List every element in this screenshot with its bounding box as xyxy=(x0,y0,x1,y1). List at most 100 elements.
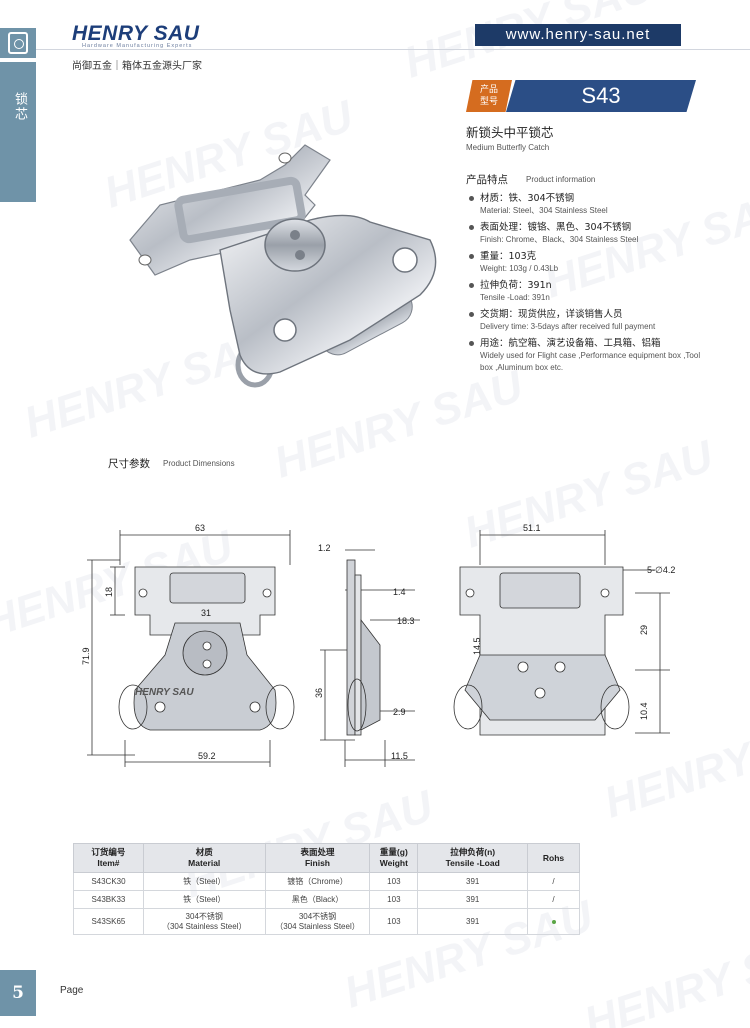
cell-rohs: / xyxy=(527,872,580,891)
product-subtitle: Medium Butterfly Catch xyxy=(466,143,550,152)
brand-logo-subtitle: Hardware Manufacturing Experts xyxy=(82,43,193,49)
brand-logo: HENRY SAU xyxy=(72,22,200,45)
header-divider xyxy=(0,49,750,50)
features-heading: 产品特点 xyxy=(466,174,508,186)
drawing-brand-logo: HENRY SAU xyxy=(135,687,194,698)
cell-weight: 103 xyxy=(369,908,419,935)
cell-weight: 103 xyxy=(369,872,419,891)
dim-side-t1: 1.2 xyxy=(318,543,331,553)
th-cn: 材质 xyxy=(195,847,213,857)
dim-side-height: 36 xyxy=(314,688,324,698)
th-cn: Rohs xyxy=(542,852,565,863)
cell-rohs: / xyxy=(527,890,580,909)
dim-front-bottom-width: 59.2 xyxy=(198,751,216,761)
feature-cn: 材质：铁、304不锈钢 xyxy=(480,193,575,204)
model-tag-line1: 产品 xyxy=(479,85,498,95)
table-row: S43BK33 铁（Steel） 黑色（Black） 103 391 / xyxy=(73,890,580,909)
dim-back-width: 51.1 xyxy=(523,523,541,533)
dim-front-inner-width: 31 xyxy=(201,608,211,618)
feature-cn: 重量：103克 xyxy=(480,251,537,262)
feature-cn: 用途：航空箱、演艺设备箱、工具箱、铝箱 xyxy=(480,338,661,349)
dim-back-hole: 5-∅4.2 xyxy=(647,565,675,575)
feature-en: Weight: 103g / 0.43Lb xyxy=(480,264,559,273)
th-weight: 重量(g)Weight xyxy=(369,843,419,873)
feature-item: 表面处理：镀铬、黑色、304不锈钢 Finish: Chrome、Black、30… xyxy=(466,221,706,246)
cell-rohs xyxy=(527,908,580,935)
cell-line: 304不锈钢 xyxy=(298,911,337,921)
feature-item: 重量：103克 Weight: 103g / 0.43Lb xyxy=(466,250,706,275)
section-label-cn: 锁芯 xyxy=(12,92,27,122)
cell-line: 304不锈钢 xyxy=(185,911,223,921)
cell-material: 铁（Steel） xyxy=(142,872,266,891)
feature-item: 交货期：现货供应，详谈销售人员 Delivery time: 3-5days af… xyxy=(466,308,706,333)
dim-side-d1: 18.3 xyxy=(397,616,415,626)
cell-material: 铁（Steel） xyxy=(142,890,266,909)
feature-en: Tensile -Load: 391n xyxy=(480,293,550,302)
model-tag: 产品 型号 xyxy=(466,80,512,112)
model-tag-line2: 型号 xyxy=(479,97,498,107)
catalog-icon-tab xyxy=(0,28,36,58)
catalog-icon xyxy=(8,32,28,54)
page-label: Page xyxy=(60,985,84,996)
dim-back-h1: 14.5 xyxy=(472,637,482,655)
rohs-compliant-dot-icon xyxy=(551,919,556,924)
dim-side-d2: 11.5 xyxy=(391,751,408,761)
watermark: HENRY SAU xyxy=(578,921,750,1028)
th-en: Material xyxy=(188,858,221,868)
feature-cn: 拉伸负荷：391n xyxy=(480,280,552,291)
table-row: S43SK65 304不锈钢（304 Stainless Steel） 304不… xyxy=(73,908,580,935)
cell-item: S43CK30 xyxy=(73,872,144,891)
th-en: Item# xyxy=(97,858,120,868)
feature-en: Material: Steel、304 Stainless Steel xyxy=(480,206,608,215)
dim-back-h2: 29 xyxy=(639,625,649,635)
section-side-tab: 锁芯 xyxy=(0,62,36,202)
feature-en: Widely used for Flight case ,Performance… xyxy=(480,351,701,372)
feature-cn: 表面处理：镀铬、黑色、304不锈钢 xyxy=(480,222,632,233)
feature-item: 材质：铁、304不锈钢 Material: Steel、304 Stainless… xyxy=(466,192,706,217)
cell-finish: 镀铬（Chrome） xyxy=(264,872,371,891)
cell-finish: 304不锈钢（304 Stainless Steel） xyxy=(264,908,371,935)
features-heading-en: Product information xyxy=(526,175,596,184)
dim-side-t3: 2.9 xyxy=(393,707,406,717)
dim-side-t2: 1.4 xyxy=(393,587,406,597)
features-list: 材质：铁、304不锈钢 Material: Steel、304 Stainless… xyxy=(466,192,706,378)
dimensions-heading-en: Product Dimensions xyxy=(163,459,235,468)
th-cn: 重量(g) xyxy=(379,847,408,857)
th-load: 拉伸负荷(n)Tensile -Load xyxy=(417,843,529,873)
cell-load: 391 xyxy=(417,872,529,891)
dim-front-width-top: 63 xyxy=(195,523,205,533)
th-cn: 拉伸负荷(n) xyxy=(450,847,496,857)
cell-finish: 黑色（Black） xyxy=(264,890,371,909)
feature-en: Delivery time: 3-5days after received fu… xyxy=(480,322,656,331)
th-en: Weight xyxy=(379,858,408,868)
dim-front-total-height: 71.9 xyxy=(81,647,91,665)
dimensions-heading: 尺寸参数 xyxy=(108,458,150,470)
dim-back-h3: 10.4 xyxy=(639,702,649,720)
cell-load: 391 xyxy=(417,890,529,909)
table-row: S43CK30 铁（Steel） 镀铬（Chrome） 103 391 / xyxy=(73,872,580,891)
feature-cn: 交货期：现货供应，详谈销售人员 xyxy=(480,309,623,320)
feature-en: Finish: Chrome、Black、304 Stainless Steel xyxy=(480,235,639,244)
th-cn: 表面处理 xyxy=(300,847,335,857)
technical-drawing: 63 18 71.9 31 59.2 HENRY SAU 1.2 1.4 18.… xyxy=(81,523,675,767)
model-number: S43 xyxy=(506,80,696,112)
product-photo xyxy=(129,144,437,388)
th-en: Tensile -Load xyxy=(445,858,500,868)
cell-item: S43BK33 xyxy=(73,890,144,909)
feature-item: 用途：航空箱、演艺设备箱、工具箱、铝箱 Widely used for Fligh… xyxy=(466,337,706,374)
company-tagline: 尚御五金｜箱体五金源头厂家 xyxy=(72,61,202,72)
cell-weight: 103 xyxy=(369,890,419,909)
cell-line: （304 Stainless Steel） xyxy=(275,921,360,931)
th-cn: 订货编号 xyxy=(91,847,126,857)
product-title: 新锁头中平锁芯 xyxy=(466,125,554,140)
cell-load: 391 xyxy=(417,908,529,935)
page-number: 5 xyxy=(0,970,36,1016)
website-banner: www.henry-sau.net xyxy=(475,24,681,46)
th-rohs: Rohs xyxy=(527,843,580,873)
